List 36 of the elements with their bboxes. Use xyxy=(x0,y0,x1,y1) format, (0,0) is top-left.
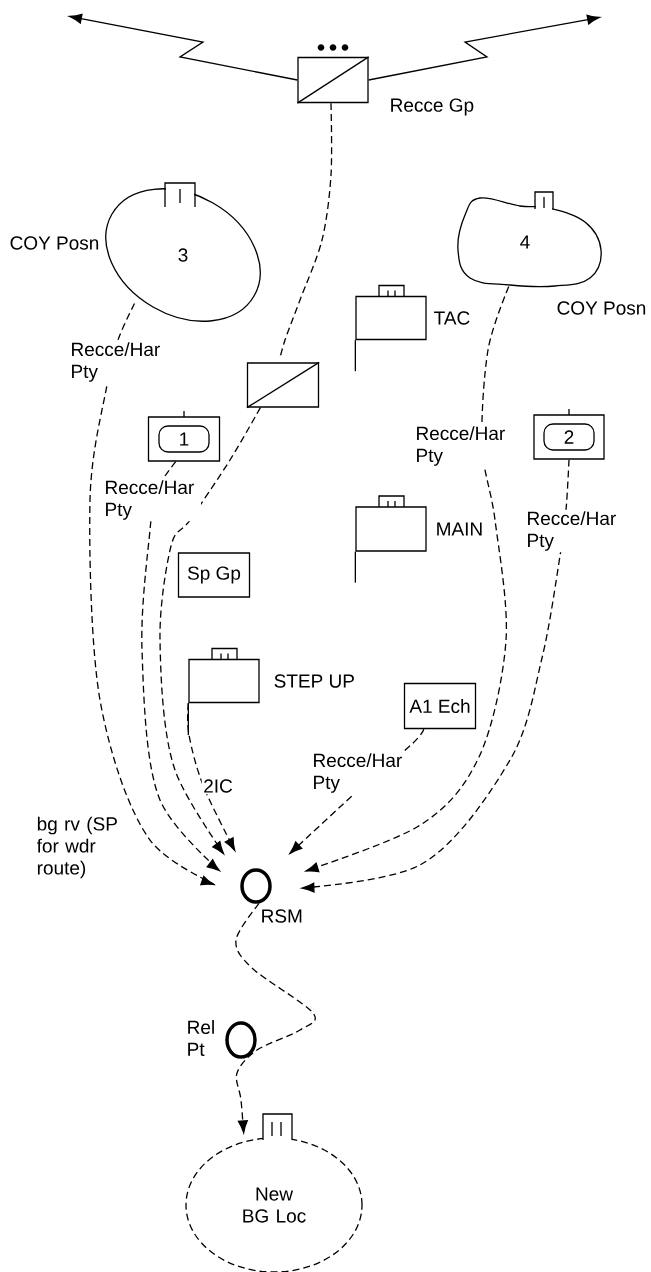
edge-label: Recce/Har Pty xyxy=(103,478,201,522)
route-arrow xyxy=(159,407,261,855)
route-arrow xyxy=(305,285,510,873)
edge-label: Recce/Har Pty xyxy=(525,509,623,553)
edge-label: Recce/Har Pty xyxy=(414,424,512,468)
unit-label: STEP UP xyxy=(274,674,354,688)
edge-label: Recce/Har Pty xyxy=(69,340,167,384)
note-text: bg rv (SP for wdr route) xyxy=(36,816,117,879)
headquarters-flag xyxy=(354,495,427,584)
position-outline: 4 xyxy=(457,191,602,288)
location-outline: New BG Loc xyxy=(185,1113,363,1272)
route-arrow xyxy=(187,702,236,851)
unit-label: COY Posn xyxy=(557,301,646,315)
radio-link-arrow xyxy=(368,14,600,81)
headquarters-flag xyxy=(354,284,427,372)
route-arrow xyxy=(141,461,220,872)
unit-label: Rel Pt xyxy=(188,1020,214,1056)
unit-label: MAIN xyxy=(437,522,482,536)
unit-label: TAC xyxy=(434,311,470,325)
radio-link-arrow xyxy=(69,13,298,81)
edge-label: 2IC xyxy=(201,777,235,795)
route-arrow xyxy=(235,902,316,1134)
headquarters-flag xyxy=(187,647,260,736)
label-box: Sp Gp xyxy=(177,552,251,598)
ring-marker xyxy=(240,868,272,904)
label-box: A1 Ech xyxy=(403,682,477,730)
route-arrow xyxy=(301,459,570,893)
edge-label: Recce/Har Pty xyxy=(311,751,409,795)
unit-label: RSM xyxy=(262,909,302,923)
ring-marker xyxy=(225,1021,257,1059)
route-arrow xyxy=(89,302,215,886)
unit-label: Recce Gp xyxy=(391,98,474,116)
unit-symbol xyxy=(296,44,370,104)
unit-symbol xyxy=(246,361,320,409)
unit-label: COY Posn xyxy=(10,236,99,250)
position-outline: 3 xyxy=(105,182,261,322)
